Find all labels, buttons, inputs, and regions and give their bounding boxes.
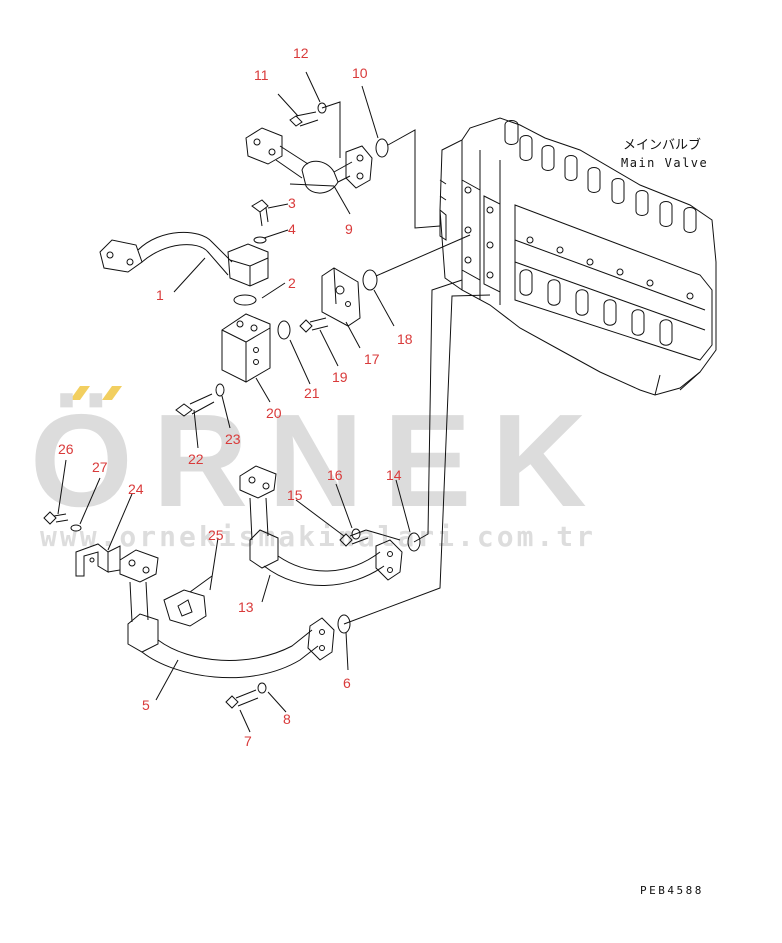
part-17-flange	[321, 267, 361, 327]
callout-15: 15	[287, 487, 303, 503]
callout-22: 22	[188, 451, 204, 467]
part-1-tube	[99, 231, 269, 287]
callout-18: 18	[397, 331, 413, 347]
callout-13: 13	[238, 599, 254, 615]
callout-1: 1	[156, 287, 164, 303]
part-5-tube	[119, 549, 335, 679]
main-valve	[439, 117, 717, 396]
callout-24: 24	[128, 481, 144, 497]
callout-16: 16	[327, 467, 343, 483]
callout-20: 20	[266, 405, 282, 421]
main-valve-label-japanese: メインバルブ	[623, 138, 702, 153]
callout-5: 5	[142, 697, 150, 713]
callout-19: 19	[332, 369, 348, 385]
callout-9: 9	[345, 221, 353, 237]
connection-lines	[321, 101, 491, 625]
callout-8: 8	[283, 711, 291, 727]
main-valve-label-english: Main Valve	[621, 156, 709, 170]
callout-7: 7	[244, 733, 252, 749]
callout-17: 17	[364, 351, 380, 367]
leader-lines	[57, 71, 411, 733]
callout-23: 23	[225, 431, 241, 447]
callout-numbers: 1 2 3 4 5 6 7 8 9 10 11 12 13 14 15 16 1…	[58, 45, 413, 749]
callout-11: 11	[254, 67, 269, 83]
part-9-tube	[245, 127, 373, 194]
callout-27: 27	[92, 459, 108, 475]
drawing-code: PEB4588	[640, 884, 704, 897]
callout-26: 26	[58, 441, 74, 457]
part-13-tube	[239, 465, 403, 586]
bolts-and-washers	[43, 102, 369, 709]
callout-14: 14	[386, 467, 402, 483]
callout-10: 10	[352, 65, 368, 81]
o-rings	[233, 138, 421, 634]
clamp-parts	[75, 543, 213, 627]
callout-21: 21	[304, 385, 320, 401]
part-20-block	[221, 313, 271, 383]
callout-6: 6	[343, 675, 351, 691]
callout-4: 4	[288, 221, 296, 237]
callout-25: 25	[208, 527, 224, 543]
callout-3: 3	[288, 195, 296, 211]
callout-12: 12	[293, 45, 309, 61]
callout-2: 2	[288, 275, 296, 291]
